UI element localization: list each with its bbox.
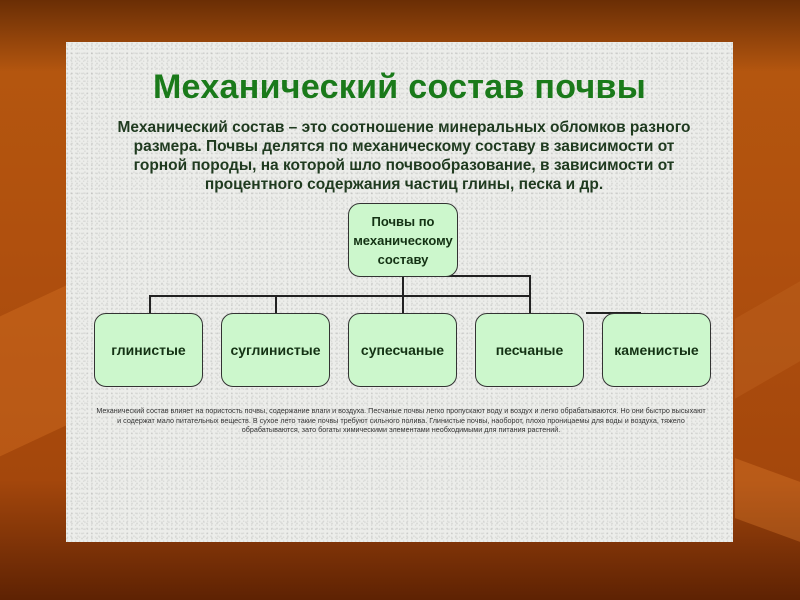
diagram-node-clay: глинистые bbox=[94, 313, 203, 387]
connector-right-down bbox=[529, 275, 531, 313]
slide-panel: Механический состав почвы Механический с… bbox=[66, 42, 733, 542]
connector-root-down bbox=[402, 275, 404, 313]
connector-horizontal-bar bbox=[149, 295, 531, 297]
diagram-node-sandy: песчаные bbox=[475, 313, 584, 387]
connector-child-2 bbox=[275, 295, 277, 313]
background-leaf-decoration bbox=[735, 458, 800, 542]
slide-description: Механический состав – это соотношение ми… bbox=[117, 119, 691, 193]
background-leaf-decoration bbox=[0, 283, 70, 457]
diagram-node-loam: суглинистые bbox=[221, 313, 330, 387]
diagram-root-node: Почвы по механическому составу bbox=[348, 203, 458, 277]
diagram-node-stony: каменистые bbox=[602, 313, 711, 387]
background-leaf-decoration bbox=[735, 281, 800, 399]
diagram-node-sandy-loam: супесчаные bbox=[348, 313, 457, 387]
connector-root-right bbox=[402, 275, 530, 277]
connector-child-1 bbox=[149, 295, 151, 313]
slide-title: Механический состав почвы bbox=[152, 68, 647, 106]
slide-note: Механический состав влияет на пористость… bbox=[96, 406, 706, 434]
